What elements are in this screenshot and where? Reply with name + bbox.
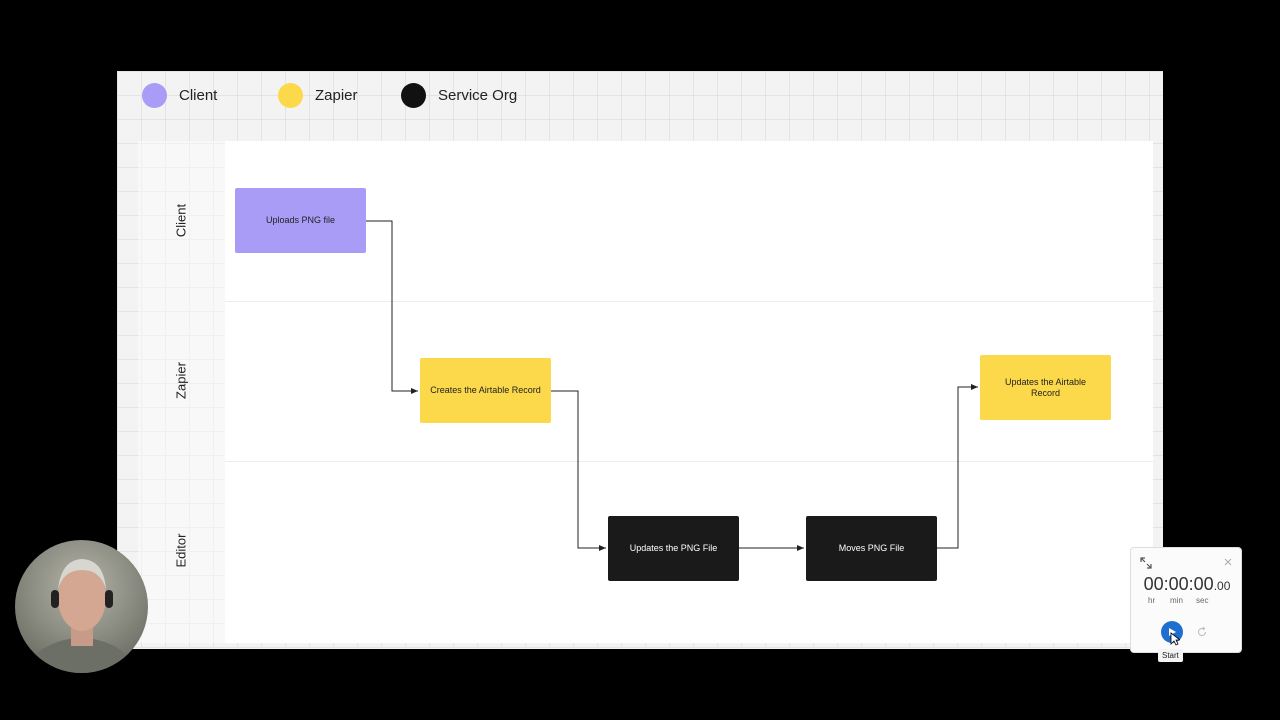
node-label: Updates the PNG File xyxy=(629,543,718,553)
legend-dot-service-org xyxy=(401,82,426,108)
node-label: Creates the Airtable Record xyxy=(430,385,541,395)
legend-dot-client xyxy=(142,82,167,108)
reset-icon xyxy=(1198,626,1206,636)
legend-zapier: Zapier xyxy=(278,82,358,108)
expand-icon[interactable] xyxy=(1140,556,1152,569)
presenter-avatar xyxy=(22,559,140,673)
node-updates-png-file[interactable]: Updates the PNG File xyxy=(608,516,739,581)
connector-move-to-update-record xyxy=(937,384,978,549)
presenter-webcam xyxy=(15,540,148,673)
lane-divider xyxy=(225,461,1153,462)
node-label: Updates the Airtable Record xyxy=(1004,376,1087,398)
timer-unit-hr: hr xyxy=(1148,596,1156,605)
timer-fraction: .00 xyxy=(1213,579,1231,593)
timer-unit-sec: sec xyxy=(1196,596,1209,605)
node-label: Uploads PNG file xyxy=(265,215,336,225)
cursor-icon xyxy=(1170,632,1180,646)
close-icon[interactable] xyxy=(1223,554,1233,566)
node-label: Moves PNG File xyxy=(838,543,905,553)
connector-layer xyxy=(366,220,978,551)
legend-dot-zapier xyxy=(278,82,303,108)
diagram-canvas[interactable]: Client Zapier Service Org Client Zapier … xyxy=(117,71,1163,649)
node-updates-airtable-record[interactable]: Updates the Airtable Record xyxy=(980,355,1111,420)
node-uploads-png-file[interactable]: Uploads PNG file xyxy=(235,188,366,253)
legend-label: Client xyxy=(179,86,218,104)
legend-service-org: Service Org xyxy=(401,82,517,108)
legend-label: Service Org xyxy=(438,86,518,104)
timer-display: 00:00:00.00 xyxy=(1131,574,1243,595)
legend-label: Zapier xyxy=(315,86,358,104)
lane-divider xyxy=(225,301,1153,302)
timer-time: 00:00:00 xyxy=(1143,574,1214,594)
legend-client: Client xyxy=(142,82,217,108)
node-creates-airtable-record[interactable]: Creates the Airtable Record xyxy=(420,358,551,423)
timer-unit-min: min xyxy=(1170,596,1183,605)
node-moves-png-file[interactable]: Moves PNG File xyxy=(806,516,937,581)
connector-upload-to-create xyxy=(366,220,418,394)
timer-widget: 00:00:00.00 hr min sec xyxy=(1130,547,1242,653)
reset-button[interactable] xyxy=(1194,624,1210,640)
lane-label-column xyxy=(138,141,225,643)
connector-create-to-update-png xyxy=(551,390,606,551)
start-tooltip: Start xyxy=(1158,649,1183,662)
